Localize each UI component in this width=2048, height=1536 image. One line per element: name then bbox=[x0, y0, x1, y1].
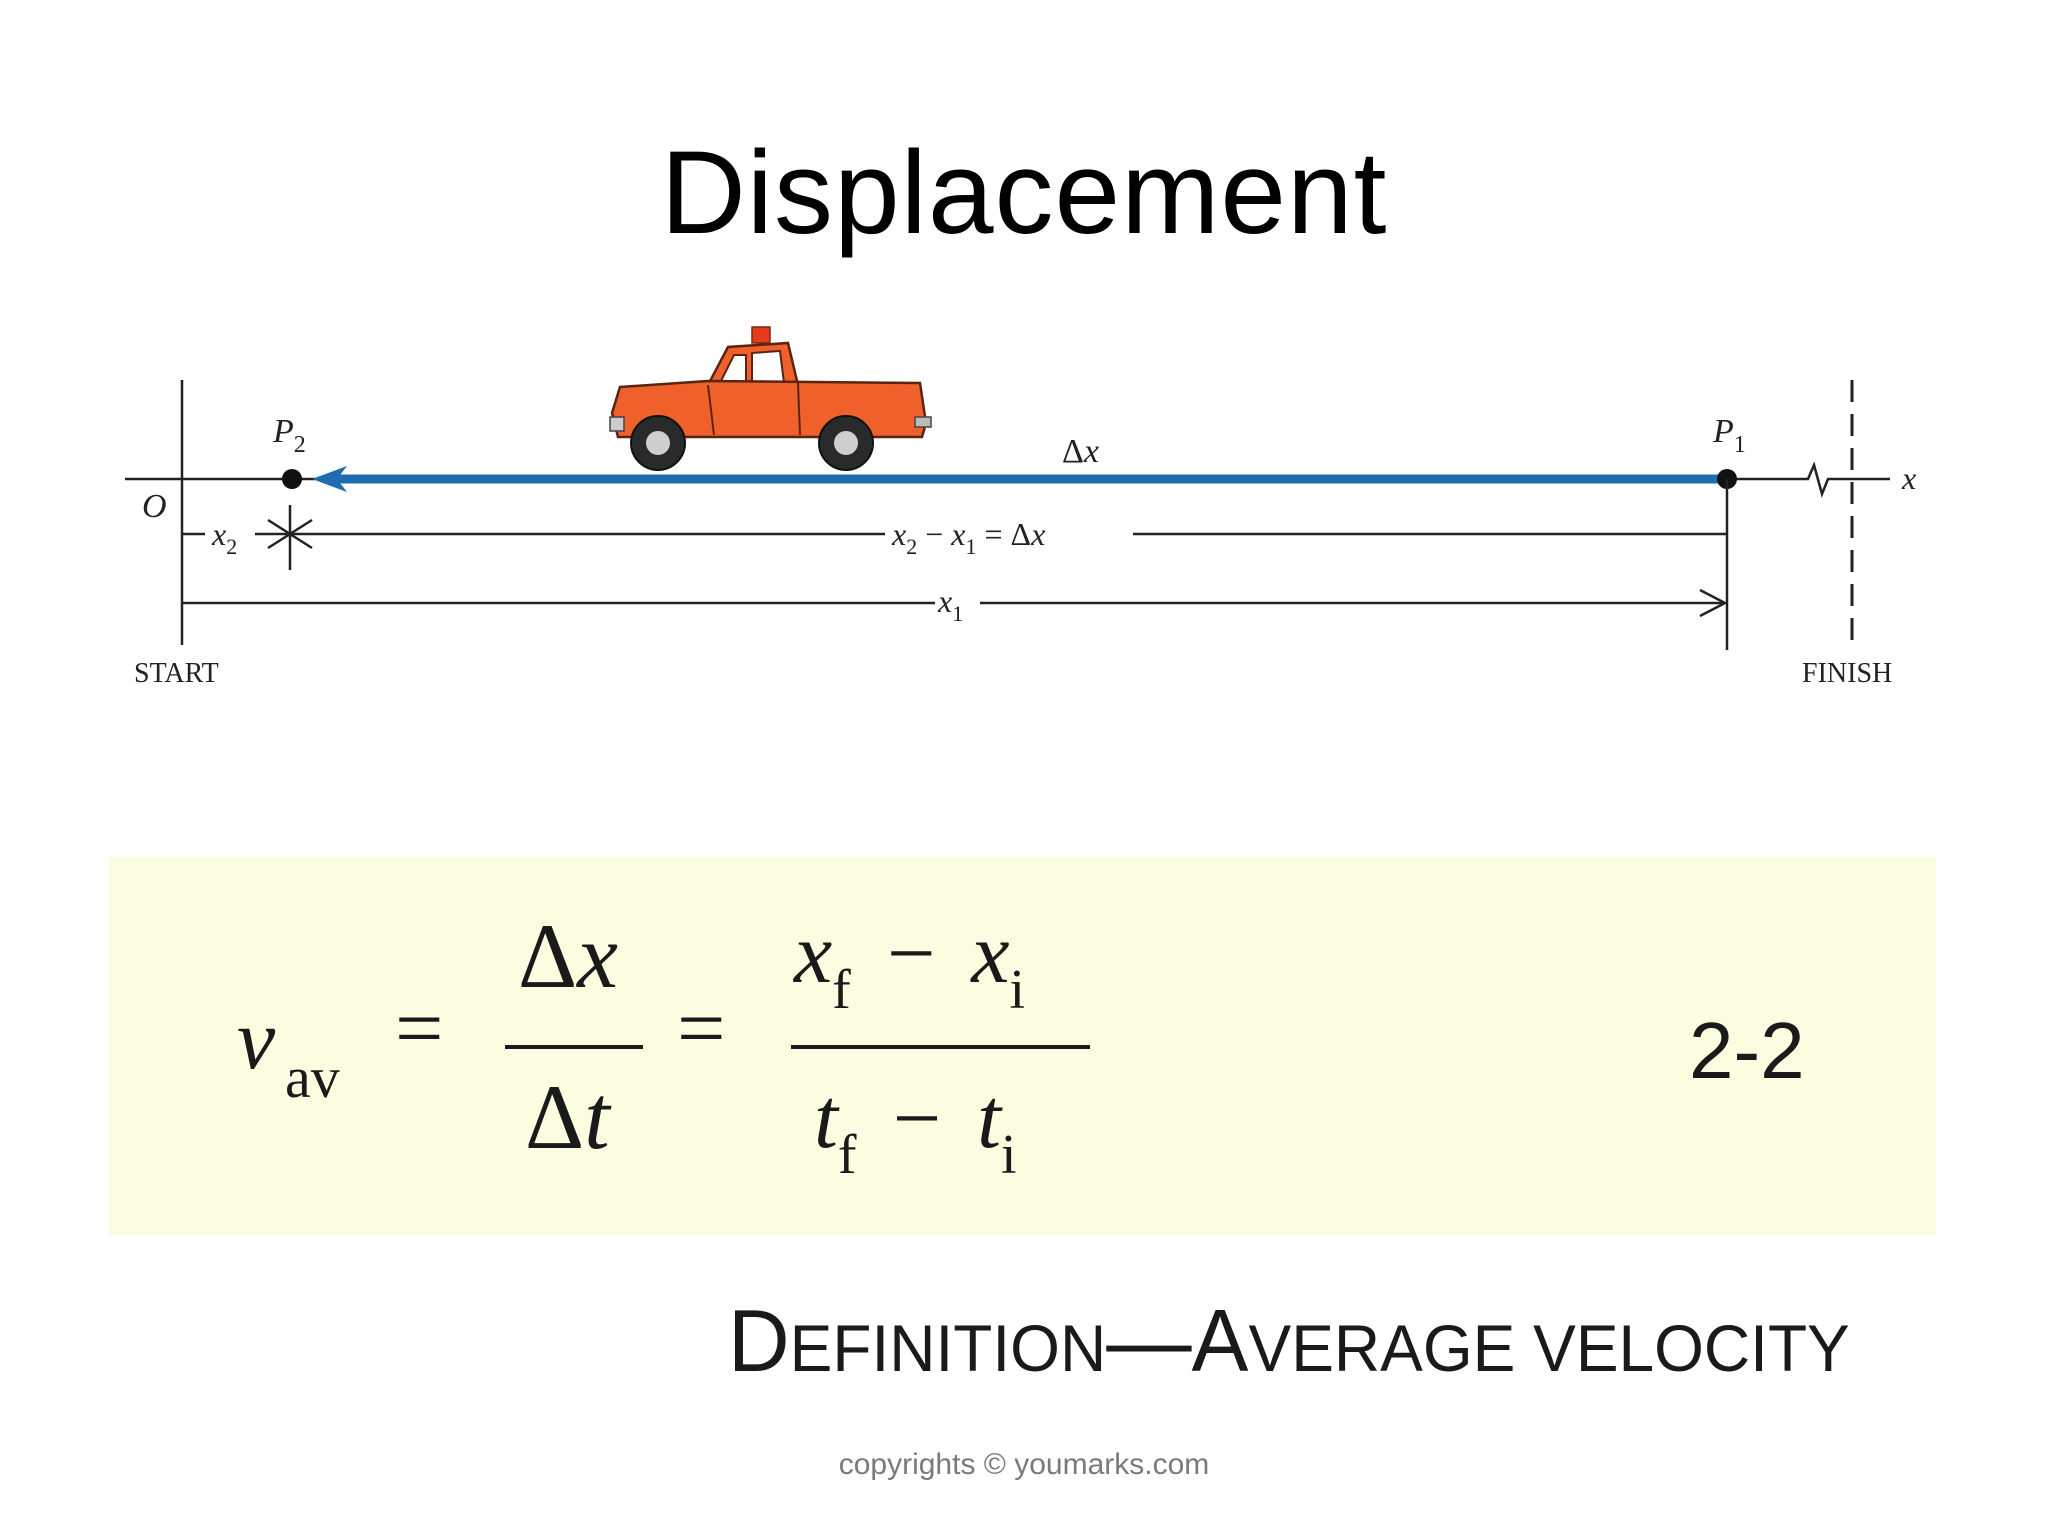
definition-caption: DEFINITION—AVERAGE VELOCITY bbox=[728, 1291, 1850, 1390]
x1-label: x1 bbox=[937, 583, 963, 626]
v-symbol: v bbox=[237, 991, 276, 1087]
denominator-1: Δt bbox=[525, 1066, 612, 1168]
average-velocity-formula: v av = Δx Δt = xf−xi tf−ti 2-2 bbox=[237, 905, 1805, 1186]
finish-label: FINISH bbox=[1802, 658, 1892, 689]
displacement-diagram: O START FINISH x P2 P1 Δx x2 x2 − x1 = Δ… bbox=[125, 326, 1916, 689]
origin-label: O bbox=[142, 488, 167, 525]
equation-number: 2-2 bbox=[1689, 1006, 1805, 1095]
p2-label: P2 bbox=[272, 413, 306, 458]
difference-label: x2 − x1 = Δx bbox=[891, 516, 1045, 559]
equals-sign-1: = bbox=[395, 980, 444, 1076]
x2-arrowhead-left bbox=[287, 518, 313, 550]
copyright-footer: copyrights © youmarks.com bbox=[838, 1448, 1210, 1481]
formula-box: v av = Δx Δt = xf−xi tf−ti 2-2 bbox=[109, 857, 1936, 1235]
point-p2 bbox=[282, 469, 302, 489]
numerator-2: xf−xi bbox=[792, 905, 1025, 1021]
v-subscript: av bbox=[285, 1045, 340, 1110]
axis-label: x bbox=[1901, 460, 1916, 496]
p1-label: P1 bbox=[1712, 413, 1746, 458]
denominator-2: tf−ti bbox=[814, 1070, 1017, 1186]
slide-title: Displacement bbox=[660, 127, 1388, 259]
x1-arrowhead bbox=[1699, 588, 1728, 618]
pickup-truck-image bbox=[609, 326, 932, 471]
delta-x-label: Δx bbox=[1062, 433, 1099, 470]
axis-break bbox=[1800, 461, 1890, 498]
displacement-arrowhead bbox=[312, 466, 347, 492]
numerator-1: Δx bbox=[518, 905, 618, 1007]
x2-label: x2 bbox=[211, 516, 237, 559]
start-label: START bbox=[134, 658, 219, 689]
equals-sign-2: = bbox=[677, 980, 726, 1076]
